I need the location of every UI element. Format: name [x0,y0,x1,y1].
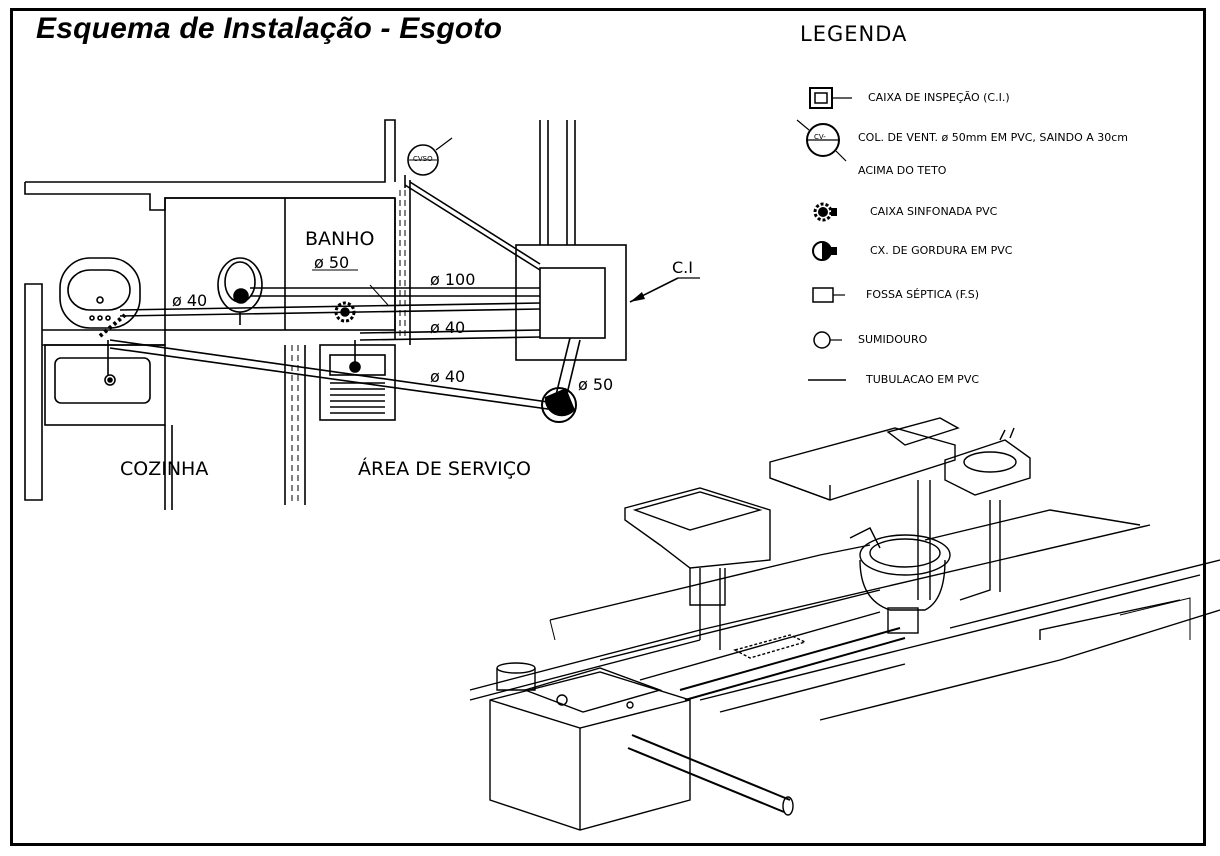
legend-title: LEGENDA [800,22,908,46]
vent-column-icon [796,119,847,162]
grease-box-icon [812,241,837,261]
legend-label-inspection-box: CAIXA DE INSPEÇÃO (C.I.) [868,91,1010,104]
pipe-label-100: ø 100 [430,270,476,289]
ci-label: C.I [672,258,693,277]
siphon-box-icon [813,202,837,222]
pipe-label-50-grease: ø 50 [578,375,614,394]
pipe-label-40-kitchen: ø 40 [172,291,208,310]
legend-cv-tag: CV- [814,133,826,141]
room-label-banho: BANHO [305,228,375,250]
page-title: Esquema de Instalação - Esgoto [36,12,503,45]
floor-plan [24,119,700,510]
isometric-view [469,417,1220,831]
legend-label-sump: SUMIDOURO [858,333,928,346]
room-label-servico: ÁREA DE SERVIÇO [358,458,531,480]
pipe-label-40-mid: ø 40 [430,318,466,337]
legend-label-septic-tank: FOSSA SÉPTICA (F.S) [866,288,980,301]
pipe-label-40-low: ø 40 [430,367,466,386]
sump-icon [813,331,842,349]
legend-label-pvc-pipe: TUBULACAO EM PVC [866,373,980,386]
legend-label-siphon-box: CAIXA SINFONADA PVC [870,205,998,218]
vent-tag: CVSO [413,155,433,163]
grease-box-plan-icon [541,387,577,423]
septic-tank-icon [812,287,845,303]
legend-label-vent-column-2: ACIMA DO TETO [858,164,947,177]
legend-label-grease-box: CX. DE GORDURA EM PVC [870,244,1013,257]
inspection-box-icon [809,87,852,109]
drawing-frame [10,8,1206,846]
pipe-label-50-banho: ø 50 [314,253,350,272]
room-label-cozinha: COZINHA [120,458,209,480]
legend-label-vent-column: COL. DE VENT. ø 50mm EM PVC, SAINDO A 30… [858,131,1128,144]
